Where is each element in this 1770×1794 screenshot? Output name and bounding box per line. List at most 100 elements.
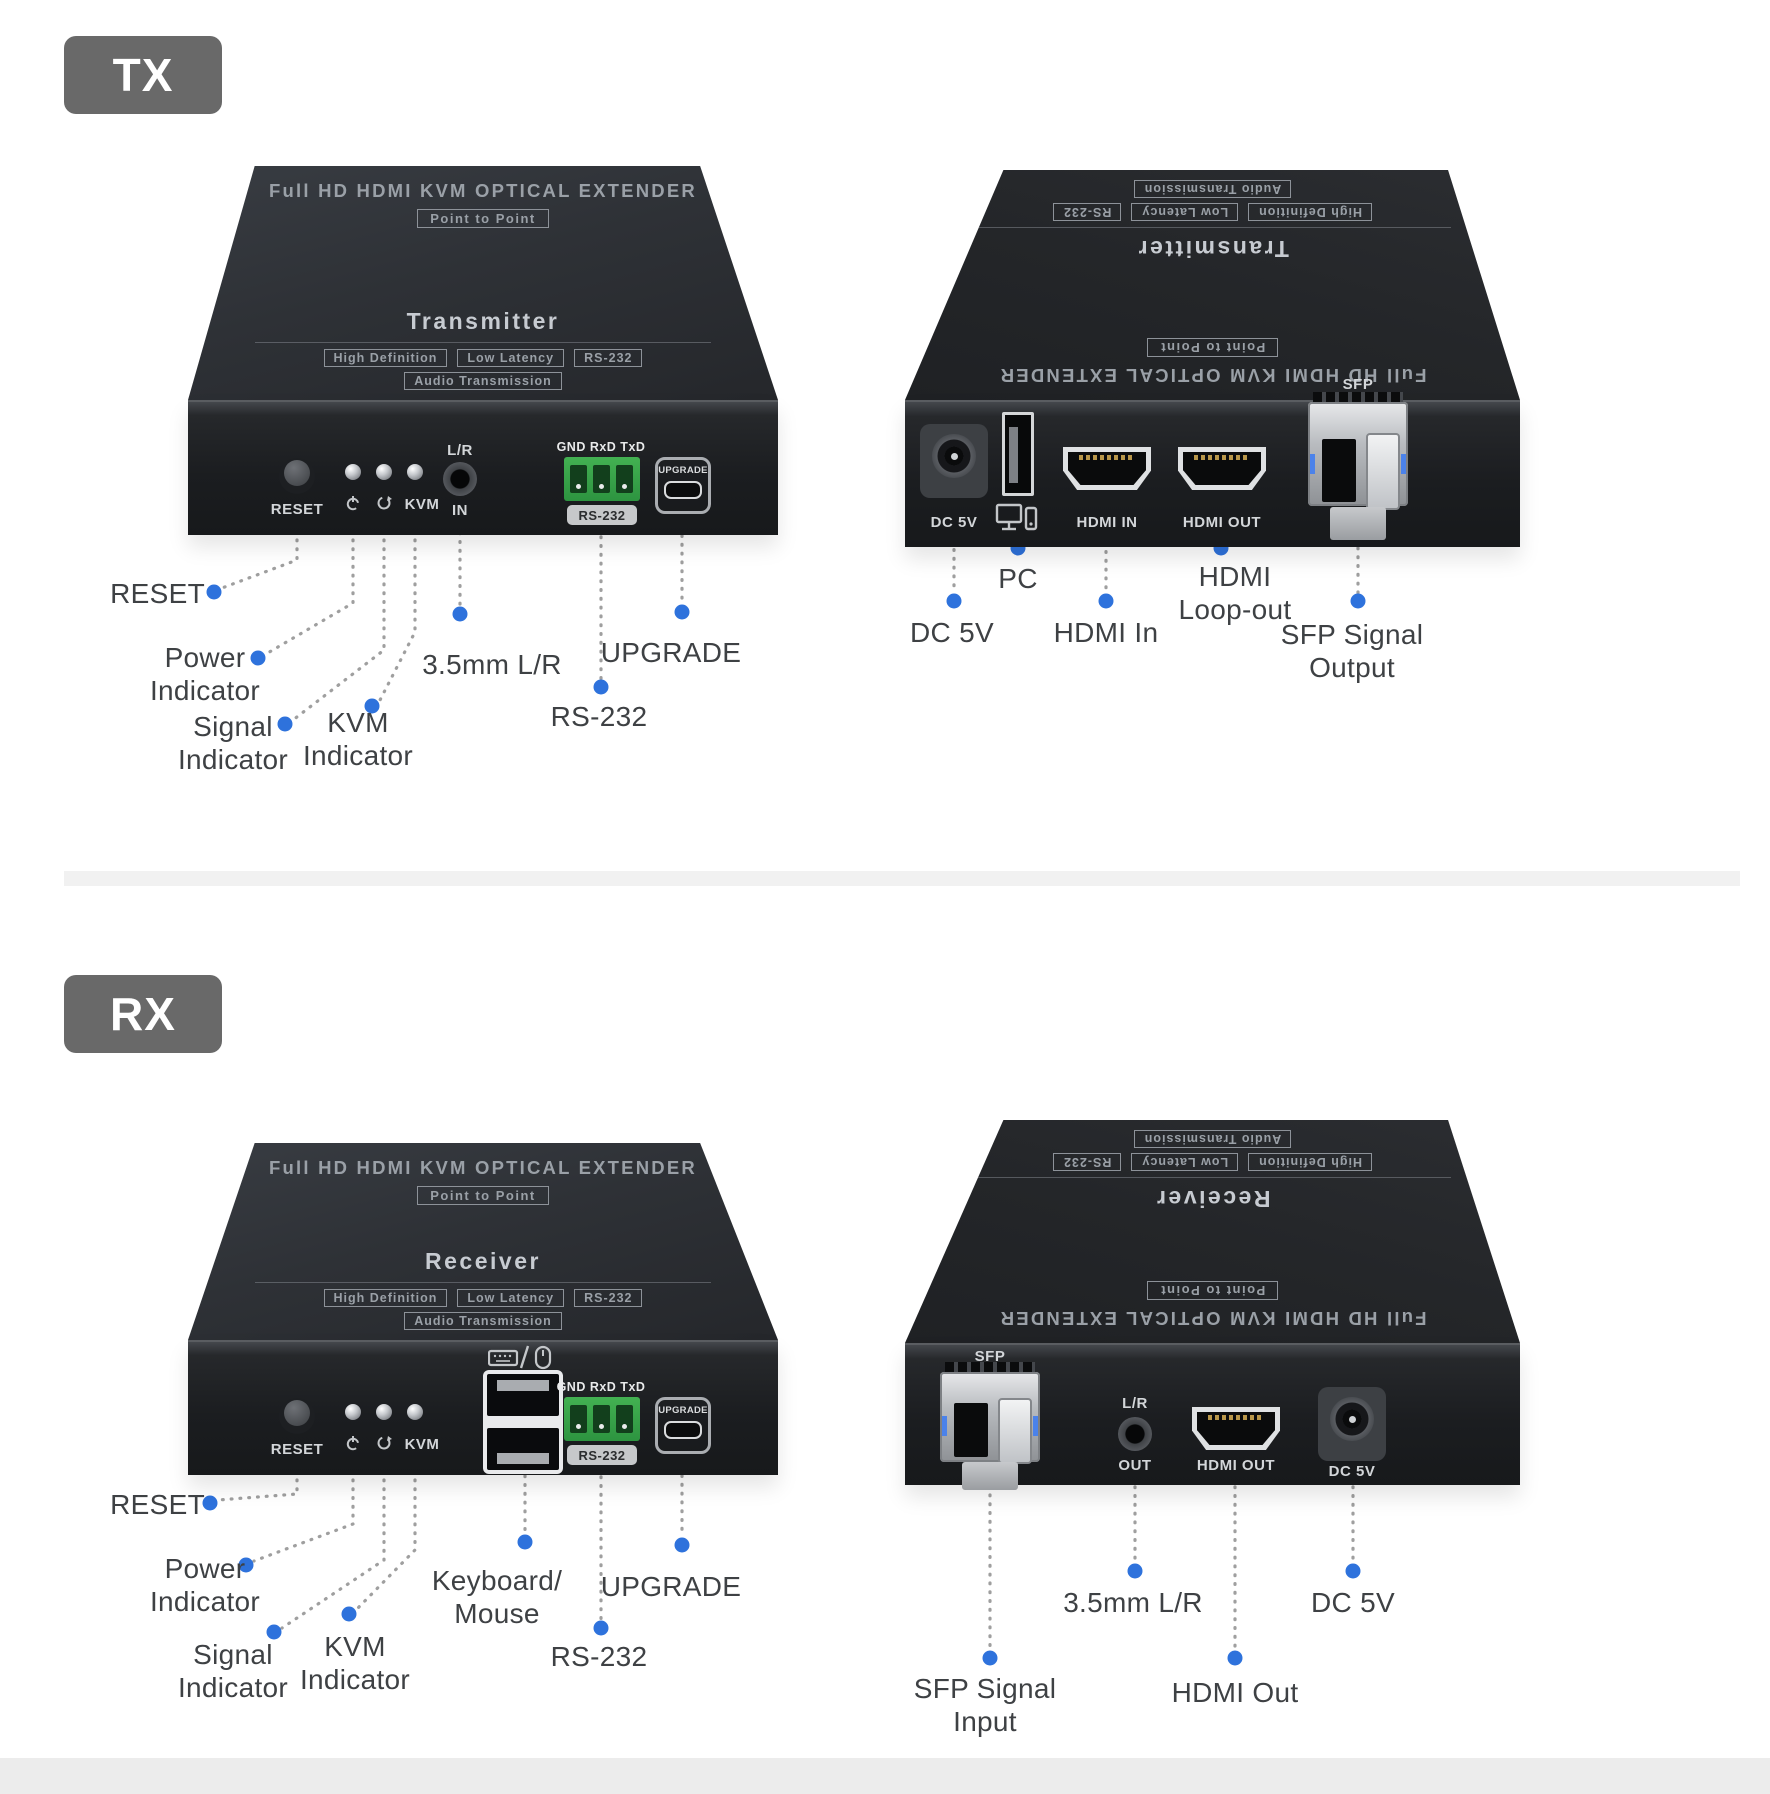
device-role: Receiver <box>425 1247 541 1274</box>
callout-rx-reset: RESET <box>110 1489 205 1520</box>
sfp-port <box>940 1362 1040 1490</box>
callout-rx-keyboard-mouse: Keyboard/ Mouse <box>431 1565 563 1629</box>
callout-tx-dc: DC 5V <box>910 617 994 648</box>
dot-rx-dc <box>1345 1563 1361 1579</box>
tx-rear-panel: DC 5V HDMI IN HDMI OUT <box>905 400 1520 547</box>
callout-tx-kvm: KVM Indicator <box>302 707 414 771</box>
signal-led <box>376 464 392 480</box>
micro-usb-icon <box>664 1421 702 1439</box>
power-icon <box>346 1436 360 1451</box>
rs232-tag: RS-232 <box>567 1445 637 1465</box>
leader-rx-power <box>252 1478 355 1563</box>
feature-badge: Audio Transmission <box>404 372 562 390</box>
callout-rx-hdmi-out: HDMI Out <box>1171 1677 1299 1708</box>
hdmi-out-label: HDMI OUT <box>1182 514 1262 531</box>
rx-rear-device-top: Full HD HDMI KVM OPTICAL EXTENDER Point … <box>905 1120 1520 1343</box>
dot-tx-audio-jack <box>452 606 468 622</box>
callout-tx-hdmi-in: HDMI In <box>1053 617 1159 648</box>
rs232-pins-label: GND RxD TxD <box>556 440 646 454</box>
dc-port <box>920 424 988 498</box>
point-to-point-label: Point to Point <box>1146 1281 1279 1300</box>
kvm-label: KVM <box>404 496 440 513</box>
tx-front-device-top: Full HD HDMI KVM OPTICAL EXTENDER Point … <box>188 166 778 400</box>
callout-tx-rs232: RS-232 <box>550 701 648 732</box>
signal-led <box>376 1404 392 1420</box>
callout-rx-signal: Signal Indicator <box>177 1639 289 1703</box>
divider-line <box>973 1177 1452 1179</box>
device-role: Transmitter <box>1136 236 1289 263</box>
dc-port <box>1318 1387 1386 1461</box>
dot-tx-reset <box>206 584 222 600</box>
point-to-point-label: Point to Point <box>1146 338 1279 357</box>
divider-line <box>255 341 711 343</box>
bottom-band <box>0 1758 1770 1794</box>
hdmi-out-label: HDMI OUT <box>1196 1457 1276 1474</box>
callout-rx-sfp-in: SFP Signal Input <box>913 1673 1057 1737</box>
dc-label: DC 5V <box>930 514 978 531</box>
device-role: Transmitter <box>406 307 560 334</box>
callout-rx-rs232: RS-232 <box>550 1641 648 1672</box>
rs232-terminal <box>564 1397 640 1441</box>
audio-jack-port <box>1118 1417 1152 1451</box>
point-to-point-label: Point to Point <box>417 209 549 228</box>
device-title: Full HD HDMI KVM OPTICAL EXTENDER <box>269 180 697 201</box>
kvm-led <box>407 464 423 480</box>
feature-badge: RS-232 <box>574 349 643 367</box>
leader-tx-signal <box>291 538 386 722</box>
dot-tx-sfp-out <box>1350 593 1366 609</box>
device-title: Full HD HDMI KVM OPTICAL EXTENDER <box>998 1308 1427 1329</box>
feature-badge: Low Latency <box>1131 203 1239 221</box>
out-label: OUT <box>1118 1457 1152 1474</box>
hdmi-out-port <box>1178 447 1266 490</box>
leader-rx-reset <box>216 1478 299 1502</box>
callout-tx-pc: PC <box>998 563 1038 594</box>
feature-badge: Low Latency <box>457 1289 565 1307</box>
tx-badge: TX <box>64 36 222 114</box>
signal-icon <box>377 1436 392 1450</box>
dot-rx-keyboard-mouse <box>517 1534 533 1550</box>
rx-badge: RX <box>64 975 222 1053</box>
dot-rx-audio-jack <box>1127 1563 1143 1579</box>
dot-rx-sfp-in <box>982 1650 998 1666</box>
feature-badge: High Definition <box>323 349 448 367</box>
lr-label: L/R <box>1122 1395 1148 1412</box>
dc-label: DC 5V <box>1328 1463 1376 1480</box>
reset-label: RESET <box>270 501 324 518</box>
tx-rear-device-top: Full HD HDMI KVM OPTICAL EXTENDER Point … <box>905 170 1520 400</box>
hdmi-in-label: HDMI IN <box>1076 514 1138 531</box>
dot-rx-hdmi-out <box>1227 1650 1243 1666</box>
device-role: Receiver <box>1154 1186 1271 1213</box>
leader-tx-reset <box>220 538 299 590</box>
dot-tx-hdmi-in <box>1098 593 1114 609</box>
callout-tx-upgrade: UPGRADE <box>600 637 742 668</box>
feature-badge: Audio Transmission <box>404 1312 562 1330</box>
feature-badge: High Definition <box>323 1289 448 1307</box>
rx-front-device-top: Full HD HDMI KVM OPTICAL EXTENDER Point … <box>188 1143 778 1340</box>
dot-rx-kvm <box>341 1606 357 1622</box>
callout-tx-audio-jack: 3.5mm L/R <box>422 649 562 680</box>
dot-tx-upgrade <box>674 604 690 620</box>
rx-front-panel: RESET KVM GND RxD TxD RS- <box>188 1340 778 1475</box>
rs232-tag: RS-232 <box>567 505 637 525</box>
feature-badge: Low Latency <box>457 349 565 367</box>
lr-label: L/R <box>447 442 473 459</box>
callout-tx-reset: RESET <box>110 578 205 609</box>
dot-tx-rs232 <box>593 679 609 695</box>
callout-rx-dc: DC 5V <box>1311 1587 1395 1618</box>
feature-badge: RS-232 <box>1053 1153 1122 1171</box>
device-title: Full HD HDMI KVM OPTICAL EXTENDER <box>269 1157 697 1178</box>
upgrade-port: UPGRADE <box>655 1397 711 1454</box>
upgrade-label: UPGRADE <box>658 465 708 476</box>
kvm-led <box>407 1404 423 1420</box>
feature-badge: High Definition <box>1248 1153 1372 1171</box>
power-led <box>345 1404 361 1420</box>
upgrade-label: UPGRADE <box>658 1405 708 1416</box>
feature-badge: Low Latency <box>1131 1153 1239 1171</box>
dot-tx-dc <box>946 593 962 609</box>
in-label: IN <box>452 502 468 519</box>
divider-line <box>973 227 1452 229</box>
callout-tx-sfp-out: SFP Signal Output <box>1280 619 1424 683</box>
tx-front-panel: RESET KVM L/R IN GND RxD TxD RS-232 UPGR… <box>188 400 778 535</box>
callout-rx-power: Power Indicator <box>149 1553 261 1617</box>
